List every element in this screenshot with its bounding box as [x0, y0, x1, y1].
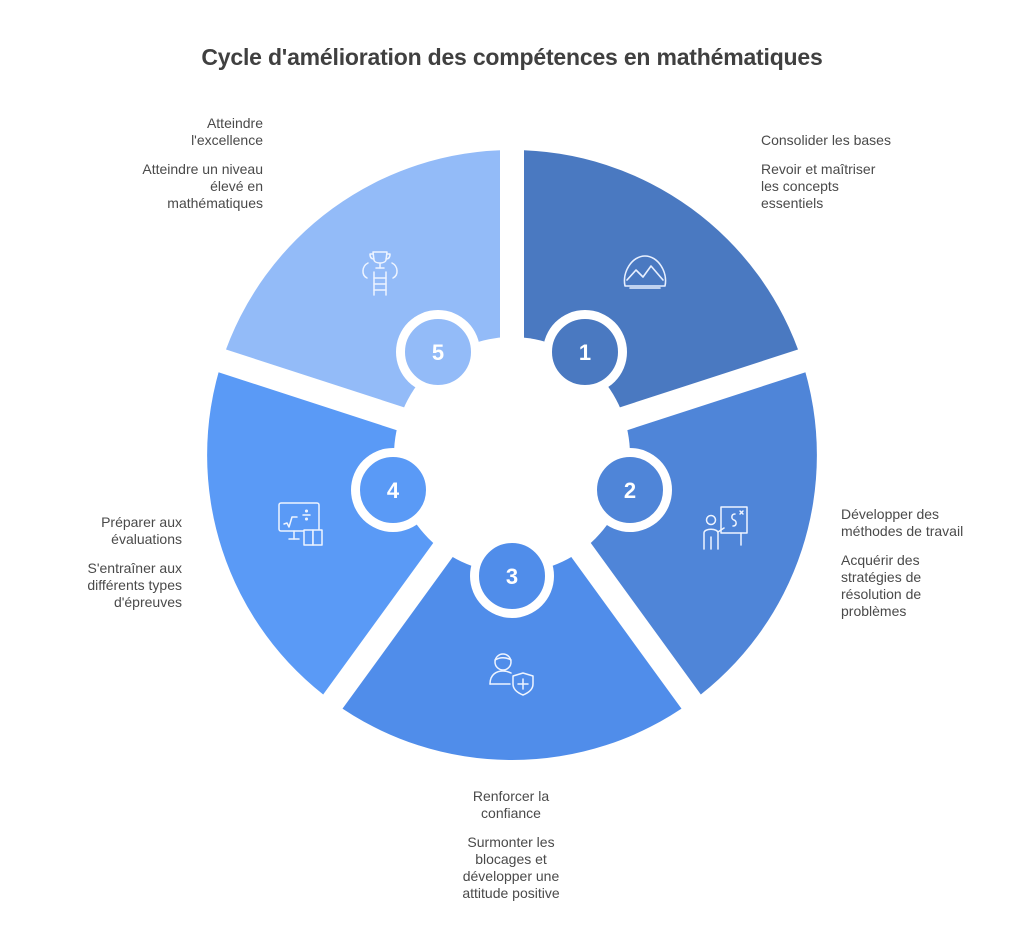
step-4-description: S'entraîner aux différents types d'épreu…: [87, 560, 182, 610]
step-3-title: Renforcer la confiance: [472, 788, 550, 821]
segment-4: [207, 361, 512, 702]
svg-text:1: 1: [579, 340, 591, 365]
teacher-board-icon: [703, 506, 748, 550]
svg-text:4: 4: [387, 478, 400, 503]
step-4-title: Préparer aux évaluations: [101, 514, 182, 547]
badge-5: 5: [403, 317, 473, 387]
svg-text:2: 2: [624, 478, 636, 503]
step-2-title: Développer des méthodes de travail: [841, 506, 964, 539]
segment-2: [512, 361, 817, 702]
diagram-title: Cycle d'amélioration des compétences en …: [201, 44, 823, 70]
svg-text:5: 5: [432, 340, 444, 365]
badge-1: 1: [550, 317, 620, 387]
mountain-icon: [623, 255, 667, 289]
step-1-label: Consolider les bases Revoir et maîtriser…: [761, 132, 891, 212]
step-5-title: Atteindre l'excellence: [191, 115, 263, 148]
svg-text:3: 3: [506, 564, 518, 589]
step-3-label: Renforcer la confiance Surmonter les blo…: [450, 788, 572, 902]
trophy-ladder-icon: [362, 251, 398, 296]
badge-4: 4: [358, 455, 428, 525]
step-1-title: Consolider les bases: [761, 132, 891, 148]
screen-math-book-icon: [278, 502, 323, 546]
step-2-label: Développer des méthodes de travail Acqué…: [841, 506, 976, 620]
badge-2: 2: [595, 455, 665, 525]
step-1-description: Revoir et maîtriser les concepts essenti…: [761, 161, 876, 211]
step-5-label: Atteindre l'excellence Atteindre un nive…: [133, 115, 263, 212]
person-shield-icon: [489, 653, 534, 696]
step-5-description: Atteindre un niveau élevé en mathématiqu…: [142, 161, 263, 211]
step-3-description: Surmonter les blocages et développer une…: [462, 834, 560, 901]
step-4-label: Préparer aux évaluations S'entraîner aux…: [72, 514, 182, 611]
step-2-description: Acquérir des stratégies de résolution de…: [841, 552, 922, 619]
badge-3: 3: [477, 541, 547, 611]
